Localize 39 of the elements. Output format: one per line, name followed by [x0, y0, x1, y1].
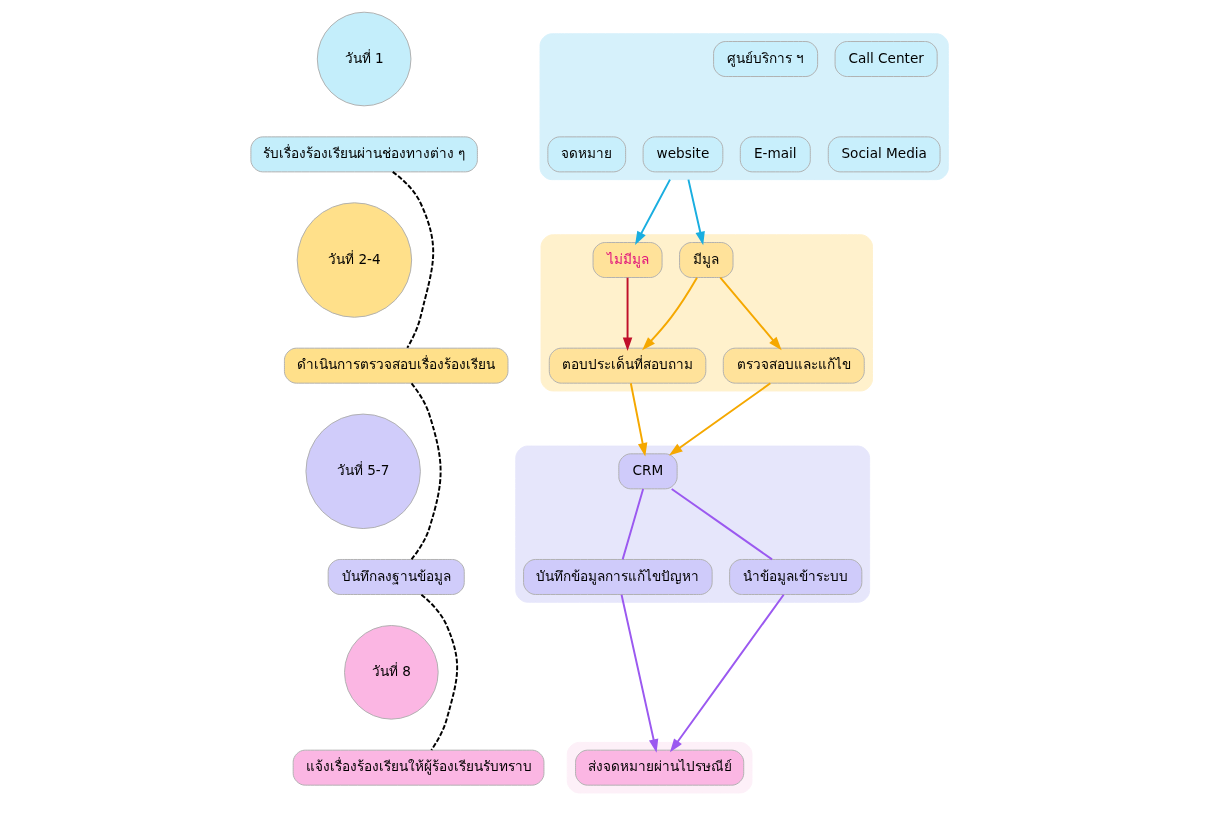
node-box: ศูนย์บริการ ฯ	[713, 41, 819, 77]
node-box: ไม่มีมูล	[592, 242, 663, 278]
node-box: Call Center	[834, 41, 938, 77]
cluster	[540, 234, 873, 392]
node-box: แจ้งเรื่องร้องเรียนให้ผู้ร้องเรียนรับทราบ	[292, 749, 545, 786]
node-box: ส่งจดหมายผ่านไปรษณีย์	[575, 749, 745, 786]
arrow	[719, 276, 782, 351]
node-box: นำข้อมูลเข้าระบบ	[729, 559, 863, 595]
connector	[621, 488, 645, 561]
node-circle: วันที่ 5-7	[305, 413, 421, 530]
node-circle: วันที่ 8	[344, 625, 439, 720]
node-box: บันทึกข้อมูลการแก้ไขปัญหา	[523, 559, 713, 595]
node-box: website	[642, 136, 724, 173]
node-box: CRM	[618, 453, 678, 490]
node-box: ตอบประเด็นที่สอบถาม	[548, 347, 707, 384]
arrow	[635, 178, 671, 245]
arrow	[669, 593, 785, 753]
node-box: E-mail	[739, 136, 811, 173]
arrow	[620, 593, 659, 753]
arrow	[642, 276, 698, 351]
node-box: ตรวจสอบและแก้ไข	[722, 347, 865, 384]
node-circle: วันที่ 1	[316, 11, 412, 107]
arrow	[687, 178, 705, 246]
node-box: Social Media	[827, 136, 941, 173]
connector	[391, 170, 435, 349]
connector	[670, 488, 773, 561]
node-box: มีมูล	[679, 242, 734, 278]
node-box: บันทึกลงฐานข้อมูล	[327, 559, 465, 595]
node-box: ดำเนินการตรวจสอบเรื่องร้องเรียน	[283, 347, 509, 384]
cluster	[566, 741, 753, 794]
cluster	[539, 33, 949, 181]
arrow	[668, 382, 772, 456]
connector	[410, 382, 442, 561]
node-box: รับเรื่องร้องเรียนผ่านช่องทางต่าง ๆ	[250, 136, 478, 173]
arrow	[622, 276, 633, 351]
node-circle: วันที่ 2-4	[296, 202, 413, 318]
connector	[420, 593, 459, 752]
node-box: จดหมาย	[547, 136, 627, 173]
arrow	[629, 382, 648, 457]
